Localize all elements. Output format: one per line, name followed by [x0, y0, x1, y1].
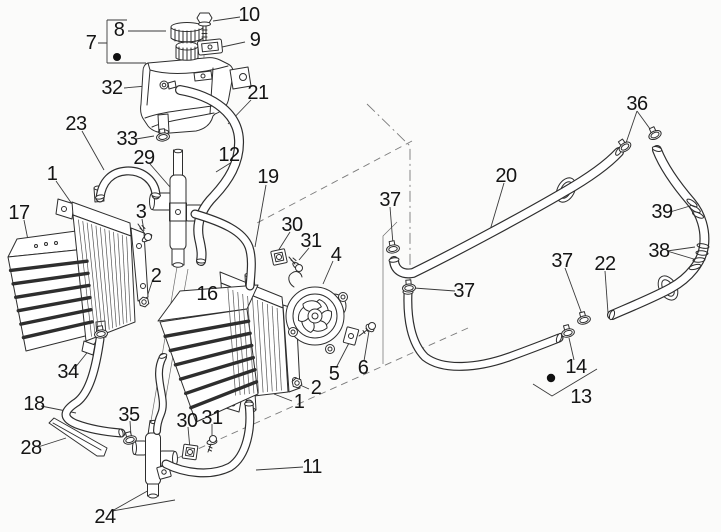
- callout-37: 37: [379, 189, 401, 211]
- callout-10: 10: [238, 4, 260, 26]
- callout-37: 37: [453, 280, 475, 302]
- callout-16: 16: [196, 283, 218, 305]
- callout-7-bracket: [98, 19, 146, 64]
- callout-21: 21: [247, 82, 269, 104]
- radiator-fins: [78, 219, 282, 396]
- callout-13-bracket: [532, 368, 598, 397]
- screw-31-upper: [288, 256, 303, 272]
- callout-6: 6: [357, 357, 369, 379]
- callout-29: 29: [133, 147, 155, 169]
- callout-30: 30: [281, 214, 303, 236]
- callout-17: 17: [8, 202, 30, 224]
- callout-34: 34: [57, 361, 79, 383]
- tank-cap: [170, 22, 204, 44]
- callout-13: 13: [570, 386, 592, 408]
- clip-30-upper: [270, 248, 288, 266]
- callout-24: 24: [94, 506, 116, 528]
- screw-31-lower: [206, 435, 218, 453]
- callout-31: 31: [300, 230, 322, 252]
- callout-38: 38: [648, 240, 670, 262]
- tee-fitting-24: [132, 419, 178, 499]
- callout-9: 9: [249, 29, 261, 51]
- callout-11: 11: [302, 456, 322, 478]
- callout-36: 36: [626, 93, 648, 115]
- hose-clamps: [94, 126, 662, 445]
- callout-5: 5: [328, 363, 340, 385]
- callout-12: 12: [218, 144, 240, 166]
- clip-30-lower: [181, 443, 199, 461]
- callout-33: 33: [116, 128, 138, 150]
- hose-rings: [686, 198, 710, 271]
- callout-32: 32: [101, 77, 123, 99]
- bracket-5: [342, 326, 360, 346]
- callout-7: 7: [85, 32, 97, 54]
- fan-hook: [288, 271, 303, 288]
- callout-37: 37: [551, 250, 573, 272]
- nuts: [138, 296, 303, 389]
- callout-28: 28: [20, 437, 42, 459]
- bullet-dot: [546, 373, 556, 383]
- cooling-fan: [285, 271, 348, 354]
- callout-8: 8: [113, 19, 125, 41]
- strip-28: [48, 417, 108, 457]
- screw-10: [196, 12, 213, 44]
- screw-6: [358, 322, 376, 337]
- callout-1: 1: [293, 391, 305, 413]
- callout-2: 2: [150, 265, 162, 287]
- clip-9: [197, 38, 223, 56]
- callout-30: 30: [176, 410, 198, 432]
- callout-14: 14: [565, 356, 587, 378]
- callout-19: 19: [257, 166, 279, 188]
- callout-3: 3: [135, 201, 147, 223]
- bullet-dot: [113, 53, 121, 61]
- callout-20: 20: [495, 165, 517, 187]
- hoses: [61, 85, 710, 478]
- grille-louvers: [8, 259, 259, 410]
- callout-39: 39: [651, 201, 673, 223]
- callout-1: 1: [46, 163, 58, 185]
- callout-31: 31: [201, 407, 223, 429]
- callout-2: 2: [310, 377, 322, 399]
- callout-18: 18: [23, 393, 45, 415]
- callout-23: 23: [65, 113, 87, 135]
- callout-22: 22: [594, 253, 616, 275]
- callout-35: 35: [118, 404, 140, 426]
- screw-3: [137, 223, 153, 243]
- callout-4: 4: [330, 244, 342, 266]
